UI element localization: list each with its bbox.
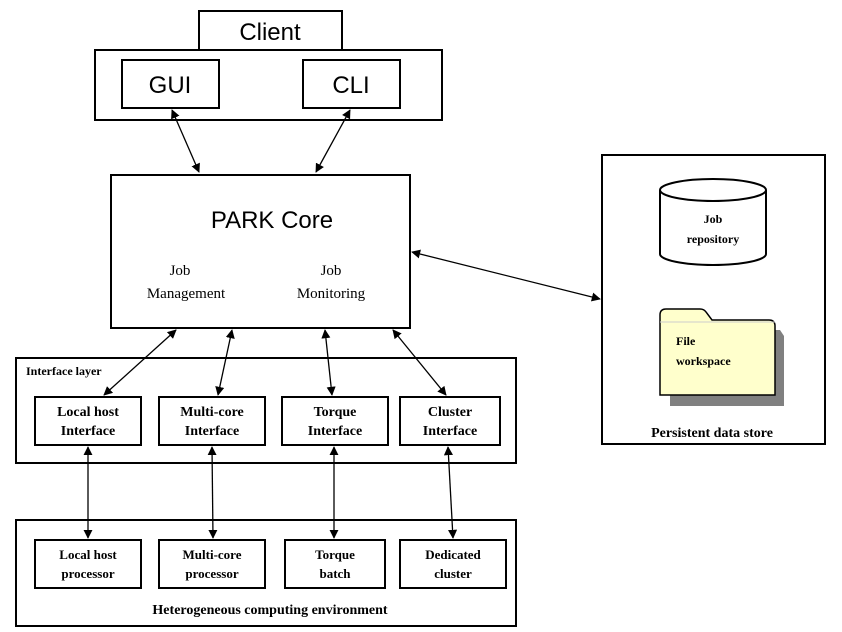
local-host-processor-line2: processor [61,566,114,581]
local-host-interface-box [34,396,142,446]
computing-environment-group: Local host processor Multi-core processo… [15,519,517,627]
arrow-core-multicore [215,329,235,396]
multi-core-interface-line2: Interface [185,424,239,439]
job-management-line1: Job [170,263,191,279]
gui-box [121,59,220,109]
arrow-cli-core [315,109,351,173]
job-management-line2: Management [147,286,226,302]
cluster-interface-line1: Cluster [428,405,472,420]
computing-environment-label: Heterogeneous computing environment [152,603,387,618]
file-workspace-line2: workspace [676,354,731,368]
client-group: Client GUI CLI [94,10,443,121]
persistent-store-label: Persistent data store [651,426,773,441]
arrow-core-torque [321,329,336,396]
multi-core-interface-line1: Multi-core [180,405,244,420]
multi-core-processor-line1: Multi-core [183,547,242,562]
cli-label: CLI [332,72,369,99]
multi-core-interface-box [158,396,266,446]
arrow-core-cluster [392,329,447,396]
multi-core-processor-line2: processor [185,566,238,581]
park-core-box [110,174,411,329]
multi-core-processor-box [158,539,266,589]
park-core-title: PARK Core [211,207,333,234]
arrow-multicore-processor [207,446,218,539]
connector-arrows [83,109,601,539]
persistent-store-group: Job repository File workspace Persistent… [601,154,826,445]
job-repository-line1: Job [704,212,723,226]
client-title-box [198,10,343,51]
arrow-core-localhost [103,329,177,396]
interface-layer-group: Interface layer Local host Interface Mul… [15,357,517,464]
torque-batch-line1: Torque [315,547,355,562]
torque-batch-box [284,539,386,589]
gui-label: GUI [149,72,192,99]
torque-interface-box [281,396,389,446]
job-monitoring-line1: Job [321,263,342,279]
cluster-interface-box [399,396,501,446]
database-icon [659,178,767,266]
local-host-interface-line1: Local host [57,405,119,420]
file-workspace-line1: File [676,334,696,348]
job-monitoring-line2: Monitoring [297,286,366,302]
torque-interface-line2: Interface [308,424,362,439]
local-host-processor-line1: Local host [59,547,117,562]
arrow-gui-core [171,109,200,173]
torque-batch-line2: batch [319,566,351,581]
cli-box [302,59,401,109]
local-host-processor-box [34,539,142,589]
torque-interface-line1: Torque [314,405,357,420]
cluster-interface-line2: Interface [423,424,477,439]
dedicated-cluster-line1: Dedicated [425,547,481,562]
park-core-group: PARK Core Job Management Job Monitoring [110,174,411,329]
interface-layer-label: Interface layer [26,364,102,378]
dedicated-cluster-line2: cluster [434,566,472,581]
client-title: Client [239,19,301,46]
arrow-cluster-dedicated [443,446,458,539]
arrow-core-store [411,249,601,302]
local-host-interface-line2: Interface [61,424,115,439]
dedicated-cluster-box [399,539,507,589]
folder-icon [659,308,784,406]
job-repository-line2: repository [687,232,739,246]
